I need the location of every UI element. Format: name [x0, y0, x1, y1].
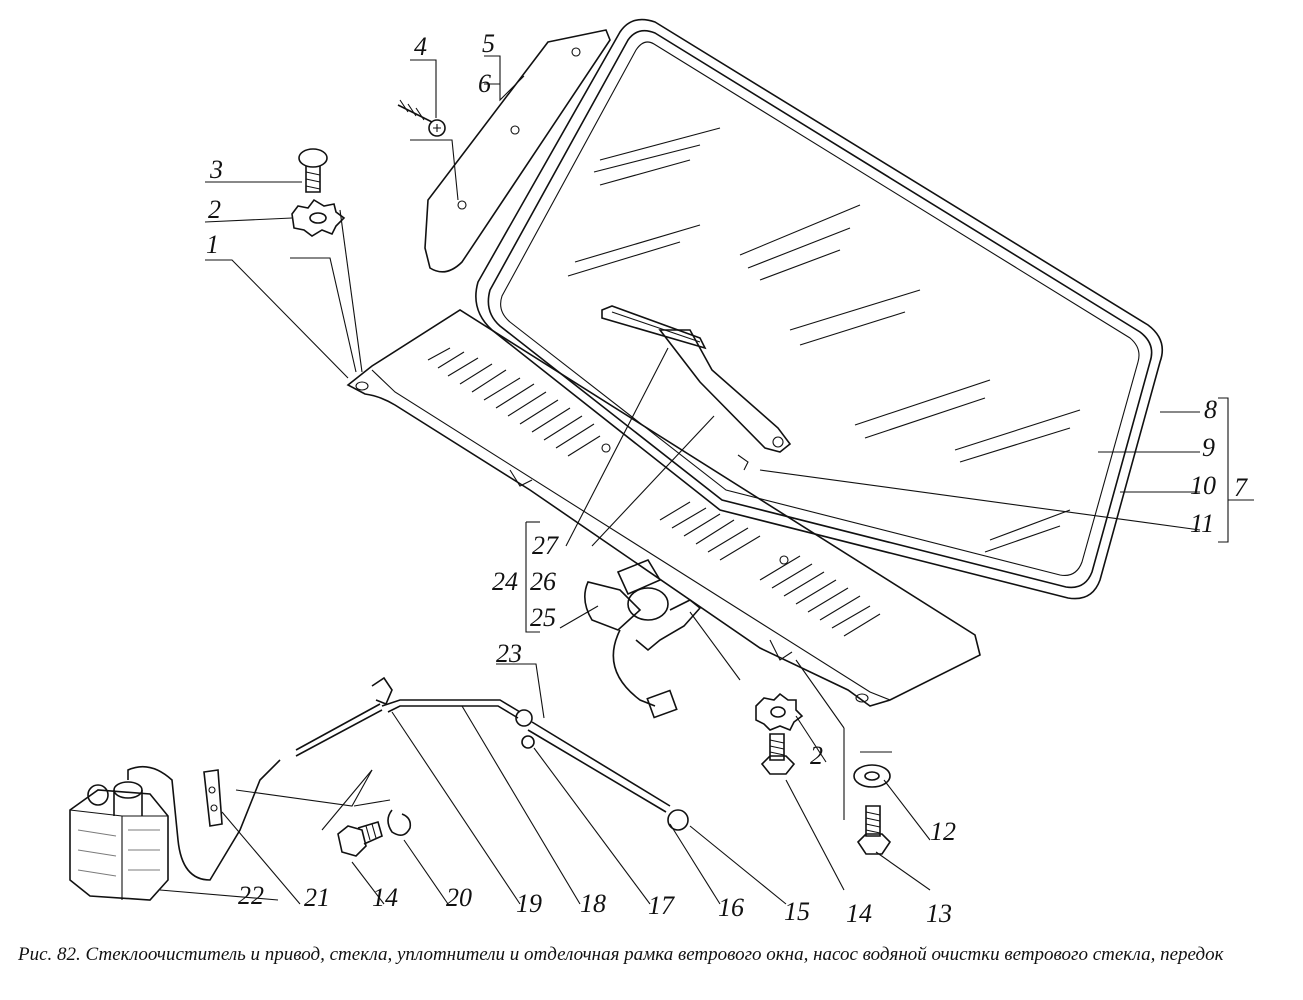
screw-part	[397, 99, 446, 137]
windshield-inner-seal	[487, 29, 1153, 589]
label-4: 4	[414, 32, 427, 61]
bolt-part-13	[856, 805, 892, 855]
bolt-part-3	[298, 148, 328, 193]
label-24: 24	[492, 567, 518, 596]
label-19: 19	[516, 889, 542, 918]
wiper-motor	[584, 559, 702, 719]
label-25: 25	[530, 603, 556, 632]
label-14-left: 14	[372, 883, 398, 912]
label-7: 7	[1234, 473, 1248, 502]
label-20: 20	[446, 883, 472, 912]
label-9: 9	[1202, 433, 1215, 462]
bolt-part-14-right	[760, 733, 796, 775]
label-27: 27	[532, 531, 559, 560]
label-21: 21	[304, 883, 330, 912]
label-13: 13	[926, 899, 952, 928]
callout-labels: 1 2 3 4 5 6 7 8 9 10 11 12 13 14 14 15 1…	[206, 29, 1248, 928]
bolt-part-14-left	[337, 821, 383, 857]
label-11: 11	[1190, 509, 1214, 538]
label-3: 3	[209, 155, 223, 184]
label-15: 15	[784, 897, 810, 926]
washer-reservoir	[69, 759, 281, 901]
glass-reflection-marks	[567, 127, 1081, 553]
windshield-outer-seal	[475, 18, 1164, 600]
label-26: 26	[530, 567, 556, 596]
label-6: 6	[478, 69, 491, 98]
washer-part-2-right	[755, 692, 804, 732]
label-18: 18	[580, 889, 606, 918]
label-22: 22	[238, 881, 264, 910]
trim-strip	[424, 29, 611, 273]
clip-part-20	[387, 809, 412, 836]
label-8: 8	[1204, 395, 1217, 424]
label-5: 5	[482, 29, 495, 58]
label-2-left: 2	[208, 195, 221, 224]
windshield-glass	[500, 41, 1140, 577]
figure-caption: Рис. 82. Стеклоочиститель и привод, стек…	[18, 944, 1224, 965]
leader-lines	[159, 55, 1254, 905]
label-14-right: 14	[846, 899, 872, 928]
label-10: 10	[1190, 471, 1216, 500]
cowl-vent-slots-right	[659, 501, 881, 637]
washer-part-12	[853, 764, 891, 788]
label-12: 12	[930, 817, 956, 846]
wiper-pivot-marker	[737, 454, 749, 471]
label-16: 16	[718, 893, 744, 922]
cowl-vent-slots-left	[427, 347, 601, 457]
label-23: 23	[496, 639, 522, 668]
wiper-arm	[601, 305, 792, 453]
label-2-right: 2	[810, 741, 823, 770]
hose-bracket	[203, 769, 223, 827]
label-1: 1	[206, 230, 219, 259]
cowl-panel	[346, 309, 981, 707]
washer-hoses	[295, 676, 689, 831]
label-17: 17	[648, 891, 675, 920]
washer-part-2	[291, 198, 346, 237]
windshield-assembly	[475, 18, 1164, 600]
